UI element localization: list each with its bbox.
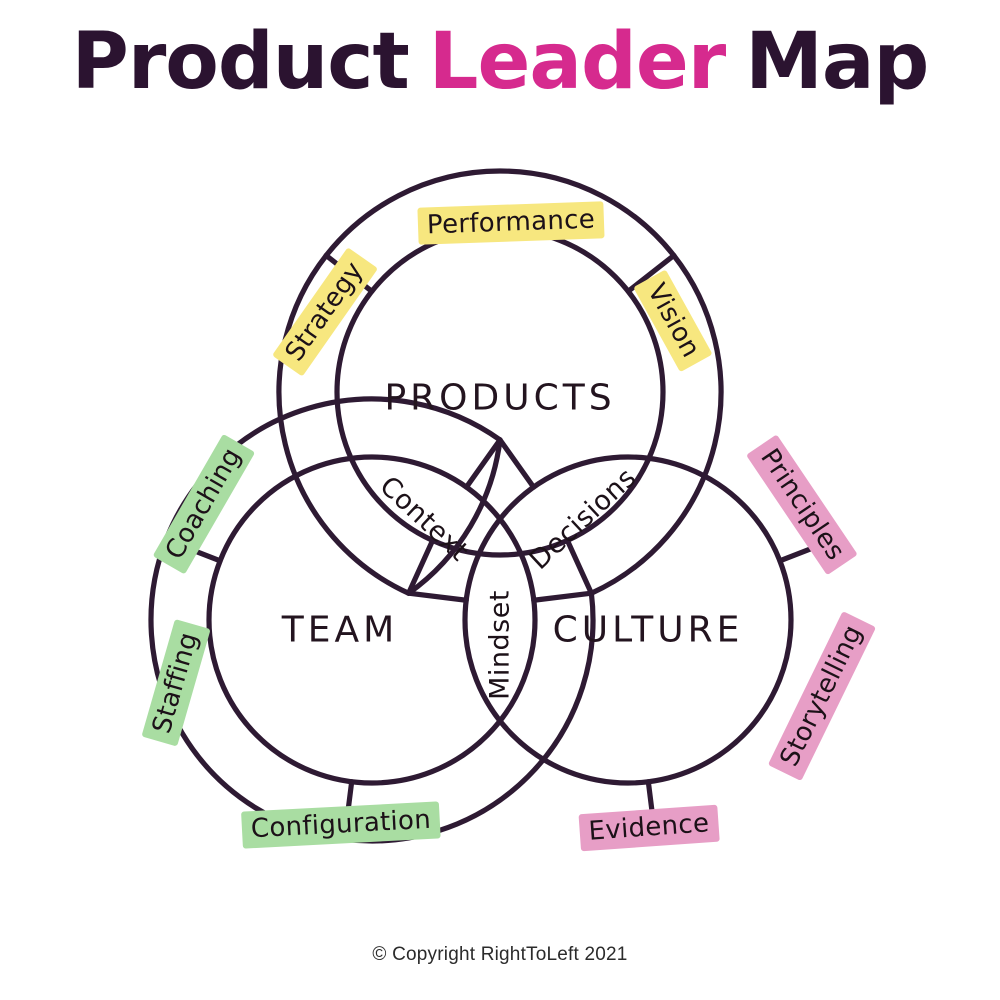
outer-arc-team bbox=[148, 396, 596, 844]
page-title-word-leader: Leader bbox=[428, 17, 726, 107]
spoke-end-culture-1 bbox=[406, 590, 469, 603]
page-title-word-product: Product bbox=[71, 17, 410, 107]
ring-label-performance[interactable]: Performance bbox=[417, 201, 605, 245]
outer-arc-culture bbox=[406, 437, 503, 596]
page-title-word-map: Map bbox=[745, 17, 929, 107]
copyright-footer: © Copyright RightToLeft 2021 bbox=[372, 944, 628, 965]
spoke-end-products-0 bbox=[406, 537, 436, 596]
spoke-end-culture-0 bbox=[497, 437, 537, 490]
spoke-end-products-1 bbox=[564, 537, 594, 596]
core-label-culture: CULTURE bbox=[552, 609, 744, 651]
core-label-products: PRODUCTS bbox=[384, 377, 616, 419]
core-label-team: TEAM bbox=[281, 609, 399, 651]
spoke-end-team-1 bbox=[463, 437, 503, 490]
ring-label-performance-text: Performance bbox=[417, 201, 605, 245]
outer-ring-outline bbox=[148, 168, 724, 844]
core-circle-culture bbox=[462, 454, 794, 786]
overlap-label-mindset: Mindset bbox=[484, 590, 516, 700]
spoke-end-team-0 bbox=[531, 590, 594, 603]
venn-core-circles bbox=[206, 226, 794, 786]
outer-arc-products bbox=[276, 168, 724, 596]
core-circle-team bbox=[206, 454, 538, 786]
ring-fill bbox=[151, 171, 849, 841]
